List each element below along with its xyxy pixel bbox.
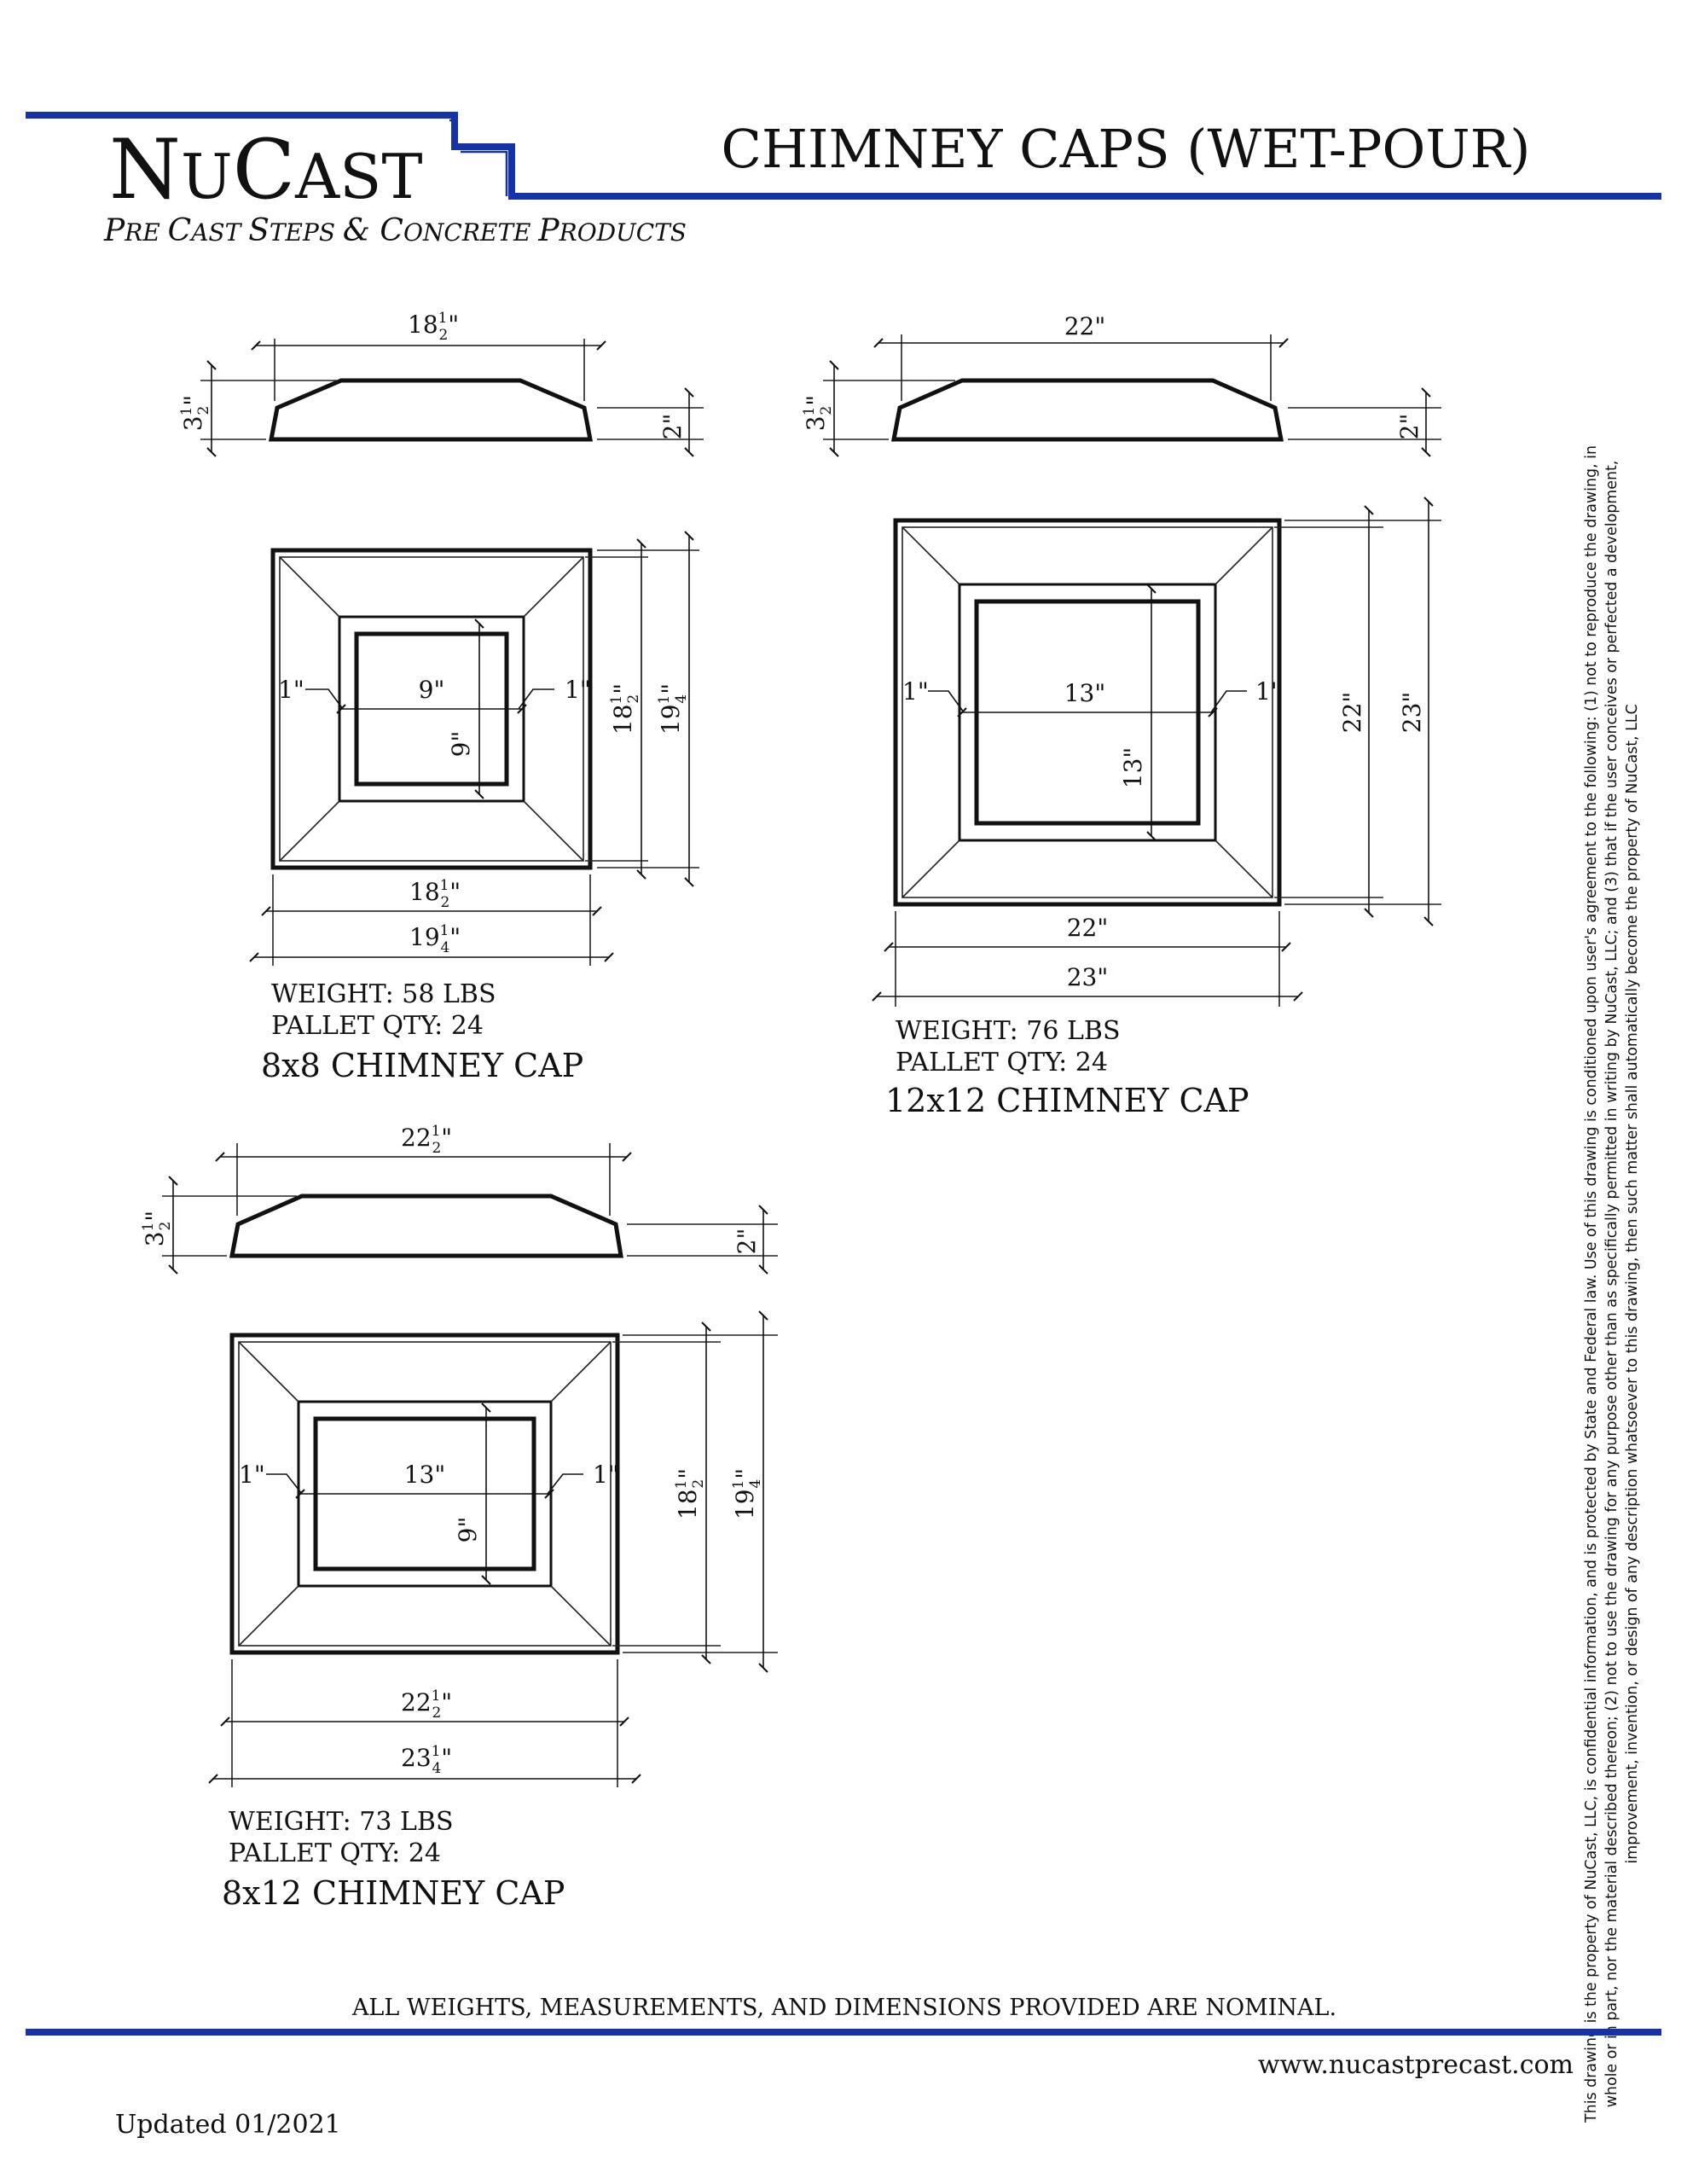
cap-12x12-outer-height: 23" [1398,692,1426,734]
cap-8x8-outer-height: 1914" [656,683,690,735]
cap-8x12-outer-height: 1914" [730,1468,764,1519]
cap-12x12-side-height: 312" [801,395,835,431]
brand-tagline: PRE CAST STEPS & CONCRETE PRODUCTS [103,213,687,248]
cap-8x12-opening-width: 13" [404,1461,446,1489]
cap-8x12-side-height: 312" [140,1211,174,1246]
cap-8x12-side-edge: 2" [733,1228,761,1255]
cap-8x12-lip-left: 1" [239,1461,265,1489]
cap-8x8-lip-right: 1" [565,676,591,704]
cap-8x8-side-height: 312" [178,395,212,431]
cap-12x12-pallet: PALLET QTY: 24 [896,1048,1108,1077]
legal-line-1: This drawing is the property of NuCast, … [1583,445,1600,2123]
updated-date: Updated 01/2021 [115,2110,341,2140]
cap-8x8-pallet: PALLET QTY: 24 [271,1011,484,1041]
cap-8x12-weight: WEIGHT: 73 LBS [229,1807,454,1837]
footer: ALL WEIGHTS, MEASUREMENTS, AND DIMENSION… [26,1995,1661,2140]
cap-12x12-opening-width: 13" [1064,679,1106,707]
cap-8x8-weight: WEIGHT: 58 LBS [271,979,496,1009]
cap-8x12-lip-right: 1" [593,1461,619,1489]
cap-12x12-inner-height: 22" [1338,692,1366,734]
cap-12x12-side-edge: 2" [1395,414,1423,440]
legal-notice: This drawing is the property of NuCast, … [1583,445,1641,2123]
cap-8x8-profile [268,378,594,442]
header-rule [26,112,1661,200]
cap-12x12-outline [893,518,1282,907]
cap-12x12-profile [890,378,1284,442]
cap-8x8-outline [270,548,593,870]
cap-8x8-name: 8x8 CHIMNEY CAP [261,1047,583,1084]
legal-line-2: whole or in part, nor the material descr… [1603,461,1620,2108]
cap-8x12-profile [229,1194,623,1258]
cap-12x12-name: 12x12 CHIMNEY CAP [885,1082,1249,1119]
cap-8x8-inner-height: 1812" [608,683,642,735]
cap-8x8-opening-height: 9" [447,731,475,758]
nominal-note: ALL WEIGHTS, MEASUREMENTS, AND DIMENSION… [351,1995,1336,2021]
cap-8x8-lip-left: 1" [278,676,304,704]
cap-8x8-opening-width: 9" [419,676,445,704]
cap-12x12-inner-width: 22" [1067,914,1109,942]
cap-8x12-pallet: PALLET QTY: 24 [229,1838,441,1868]
cap-12x12-side-width: 22" [1064,312,1106,340]
cap-12x12-outer-width: 23" [1067,963,1109,991]
cap-8x12-inner-height: 1812" [673,1468,707,1519]
cap-12x12-opening-height: 13" [1119,747,1147,789]
cap-12x12-drawing: 22" 312" 2" 13" 13" 1" 1" 22" [801,312,1441,1119]
cap-8x12-name: 8x12 CHIMNEY CAP [222,1874,565,1912]
cap-8x12-opening-height: 9" [454,1517,482,1543]
cap-12x12-lip-left: 1" [902,677,929,706]
cap-12x12-lip-right: 1" [1255,677,1282,706]
legal-line-3: improvement, invention, or design of any… [1624,704,1641,1863]
header: NUCAST PRE CAST STEPS & CONCRETE PRODUCT… [26,112,1661,248]
cap-8x12-outline [229,1333,620,1655]
page-title: CHIMNEY CAPS (WET-POUR) [722,118,1531,180]
header-rule-inner [449,119,508,196]
cap-12x12-weight: WEIGHT: 76 LBS [896,1016,1121,1046]
website-link[interactable]: www.nucastprecast.com [1258,2050,1574,2080]
brand-logo: NUCAST [109,122,422,218]
cap-8x8-side-edge: 2" [658,414,687,440]
